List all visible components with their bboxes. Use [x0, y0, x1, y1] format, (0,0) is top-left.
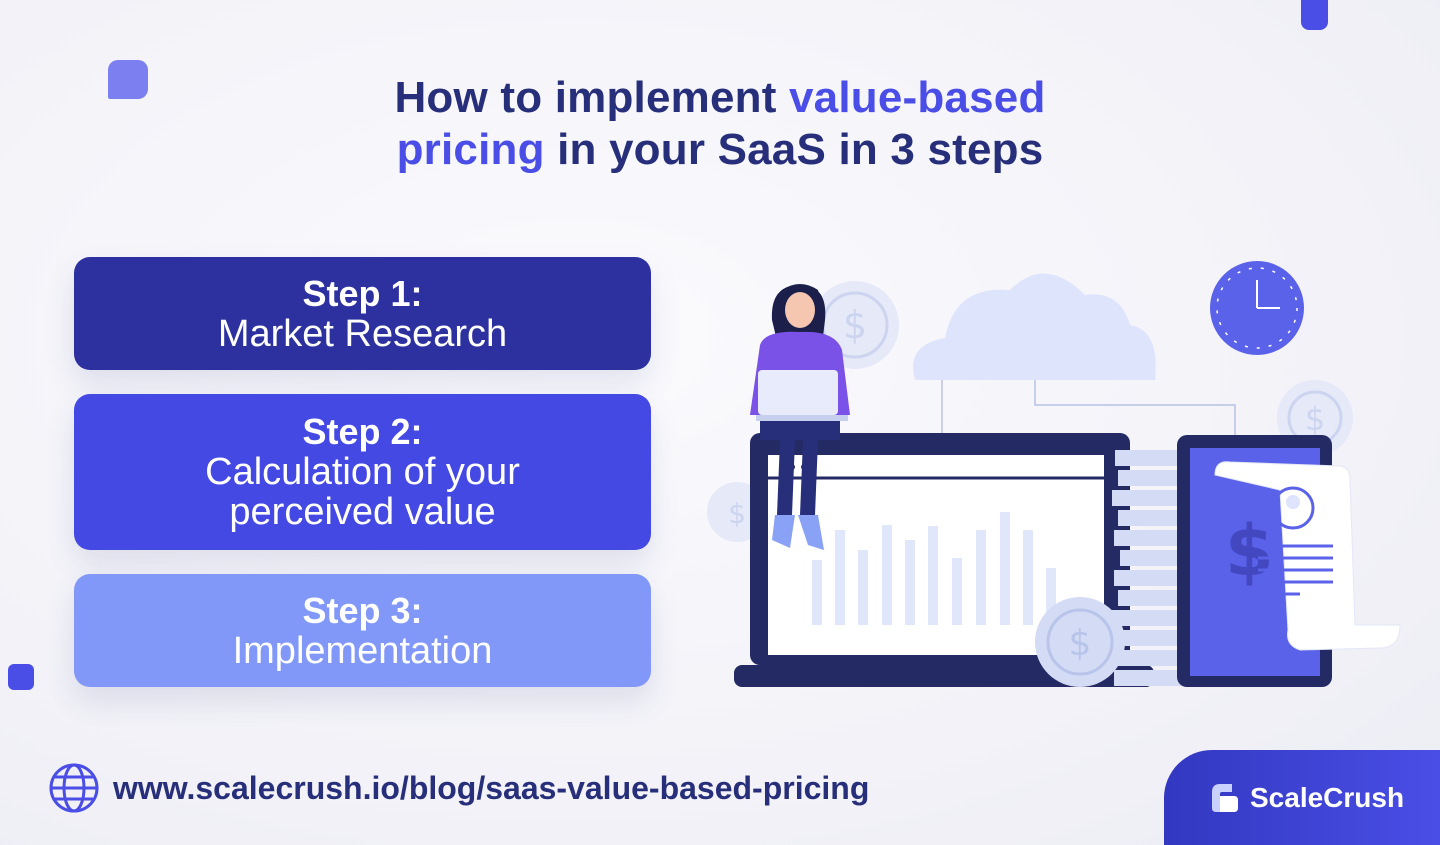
step-description: Market Research [217, 312, 508, 355]
laptop-icon [734, 433, 1154, 687]
title-part-1: How to implement [394, 73, 789, 122]
step-heading: Step 3: [302, 589, 423, 631]
step-heading: Step 1: [302, 272, 423, 314]
svg-text:$: $ [728, 497, 746, 530]
globe-icon [49, 763, 99, 813]
step-card-2: Step 2: Calculation of your perceived va… [74, 394, 651, 550]
svg-text:$: $ [1069, 623, 1092, 664]
svg-text:$: $ [1225, 510, 1274, 592]
scalecrush-logo-icon [1212, 783, 1238, 812]
cloud-icon [913, 273, 1236, 435]
decorative-square [8, 664, 34, 690]
page-title: How to implement value-based pricing in … [300, 72, 1140, 176]
blog-url-link[interactable]: www.scalecrush.io/blog/saas-value-based-… [113, 769, 870, 806]
step-heading: Step 2: [302, 411, 423, 452]
title-accent-2: pricing [396, 125, 545, 174]
step-card-3: Step 3: Implementation [74, 574, 651, 687]
receipt-icon [1214, 461, 1401, 651]
decorative-square [108, 60, 148, 99]
pricing-illustration: $ $ $ [707, 261, 1401, 687]
step-card-1: Step 1: Market Research [74, 257, 651, 370]
svg-text:$: $ [1305, 400, 1325, 438]
coin-stack-icon [1112, 450, 1190, 686]
step-description: Implementation [232, 629, 493, 672]
svg-text:$: $ [843, 303, 867, 347]
step-description-line-1: Calculation of your [205, 451, 520, 493]
decorative-square [1301, 0, 1328, 30]
person-with-laptop-icon [750, 284, 850, 550]
title-accent-1: value-based [788, 73, 1046, 122]
step-description-line-2: perceived value [229, 491, 496, 533]
brand-name: ScaleCrush [1250, 781, 1405, 813]
footer-url: www.scalecrush.io/blog/saas-value-based-… [48, 762, 869, 814]
brand-badge: ScaleCrush [1164, 750, 1440, 845]
clock-icon [1210, 261, 1304, 355]
title-part-2: in your SaaS in 3 steps [544, 125, 1044, 174]
dollar-coin-icon: $ [1035, 597, 1125, 687]
